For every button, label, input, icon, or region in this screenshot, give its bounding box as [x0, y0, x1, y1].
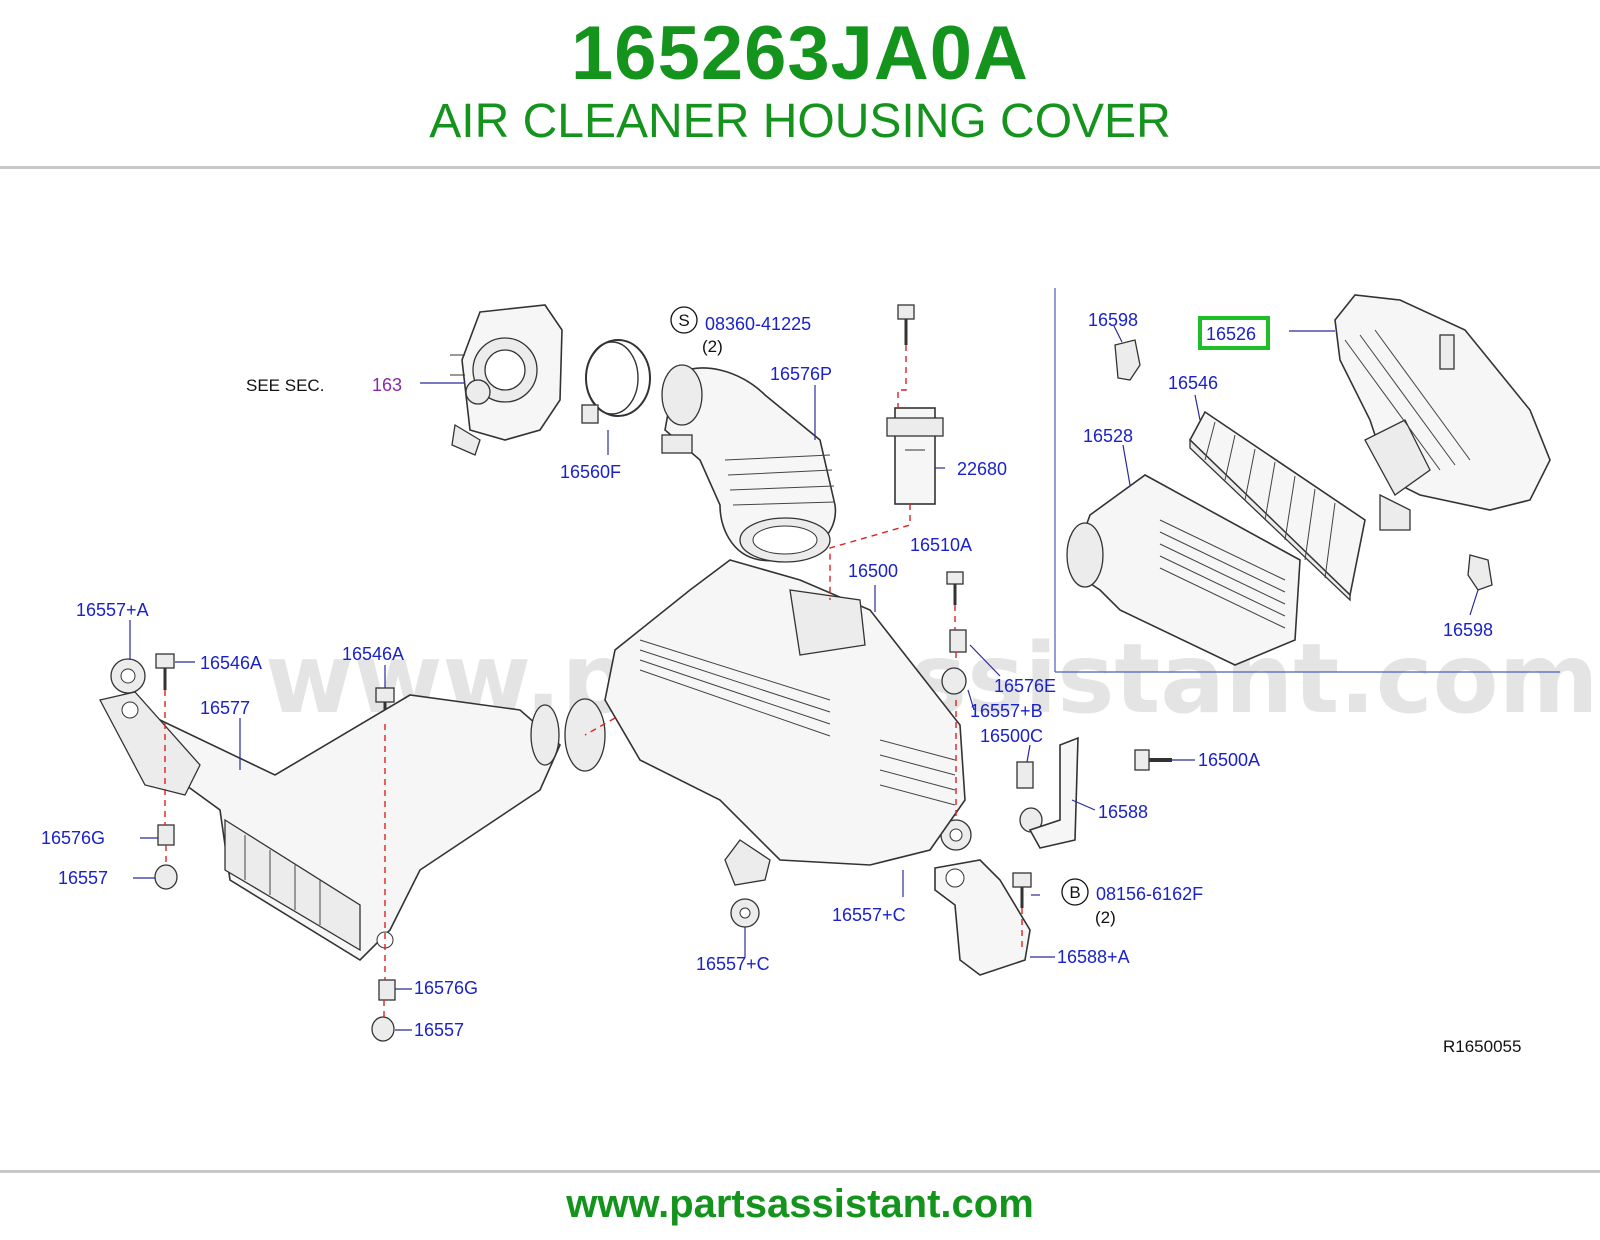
diagram-ref-code: R1650055: [1443, 1037, 1521, 1056]
label-16500[interactable]: 16500: [848, 561, 898, 581]
part-number-title: 165263JA0A: [571, 11, 1029, 96]
resonator-duct-drawing: [99, 691, 561, 962]
label-16577[interactable]: 16577: [200, 698, 250, 718]
mass-air-flow-sensor-drawing: [886, 407, 944, 505]
assembly-lines: [164, 345, 1023, 1017]
label-16598-1[interactable]: 16598: [1088, 310, 1138, 330]
leader-lines: [129, 325, 1479, 1031]
see-sec-label: SEE SEC.: [246, 376, 324, 395]
label-16560F[interactable]: 16560F: [560, 462, 621, 482]
footer-url[interactable]: www.partsassistant.com: [566, 1182, 1034, 1226]
label-16557-1[interactable]: 16557: [58, 868, 108, 888]
label-16546A-2[interactable]: 16546A: [342, 644, 404, 664]
label-16557-A[interactable]: 16557+A: [76, 600, 149, 620]
label-16557-B[interactable]: 16557+B: [970, 701, 1043, 721]
label-16557-C-2[interactable]: 16557+C: [696, 954, 770, 974]
standard-part-s-icon: [670, 306, 698, 334]
label-qty-2: (2): [1095, 908, 1116, 927]
label-16528[interactable]: 16528: [1083, 426, 1133, 446]
standard-part-b-icon: [1061, 878, 1089, 906]
throttle-body-drawing: [450, 304, 563, 456]
label-qty-1: (2): [702, 337, 723, 356]
label-16598-2[interactable]: 16598: [1443, 620, 1493, 640]
part-name-subtitle: AIR CLEANER HOUSING COVER: [429, 95, 1171, 148]
air-cleaner-cover-drawing: [1334, 294, 1551, 531]
b-symbol: B: [1069, 883, 1080, 902]
label-16500A[interactable]: 16500A: [1198, 750, 1260, 770]
label-22680[interactable]: 22680: [957, 459, 1007, 479]
label-16557-C-1[interactable]: 16557+C: [832, 905, 906, 925]
footer-divider: [0, 1170, 1600, 1173]
highlight-box: [1198, 316, 1270, 350]
label-08156-6162F[interactable]: 08156-6162F: [1096, 884, 1203, 904]
label-16546[interactable]: 16546: [1168, 373, 1218, 393]
clip-drawings: [1114, 339, 1493, 591]
air-cleaner-lower-housing-drawing: [564, 559, 966, 886]
label-16588-A[interactable]: 16588+A: [1057, 947, 1130, 967]
label-16526-highlighted[interactable]: 16526: [1206, 324, 1256, 344]
bracket-drawings: [934, 736, 1079, 976]
label-16557-2[interactable]: 16557: [414, 1020, 464, 1040]
bolt-drawings: [155, 304, 1172, 908]
label-16576P[interactable]: 16576P: [770, 364, 832, 384]
hose-clamp-drawing: [581, 339, 651, 424]
header-divider: [0, 166, 1600, 169]
label-16546A-1[interactable]: 16546A: [200, 653, 262, 673]
label-16576E[interactable]: 16576E: [994, 676, 1056, 696]
grommet-drawings: [110, 629, 1043, 1042]
label-16510A[interactable]: 16510A: [910, 535, 972, 555]
label-16588[interactable]: 16588: [1098, 802, 1148, 822]
intake-duct-drawing: [661, 364, 837, 563]
label-16576G-2[interactable]: 16576G: [414, 978, 478, 998]
label-08360-41225[interactable]: 08360-41225: [705, 314, 811, 334]
see-sec-ref-link[interactable]: 163: [372, 375, 402, 395]
air-cleaner-housing-drawing: [1066, 474, 1301, 666]
label-16500C[interactable]: 16500C: [980, 726, 1043, 746]
air-filter-drawing: [1189, 410, 1366, 602]
label-16576G-1[interactable]: 16576G: [41, 828, 105, 848]
s-symbol: S: [678, 311, 689, 330]
